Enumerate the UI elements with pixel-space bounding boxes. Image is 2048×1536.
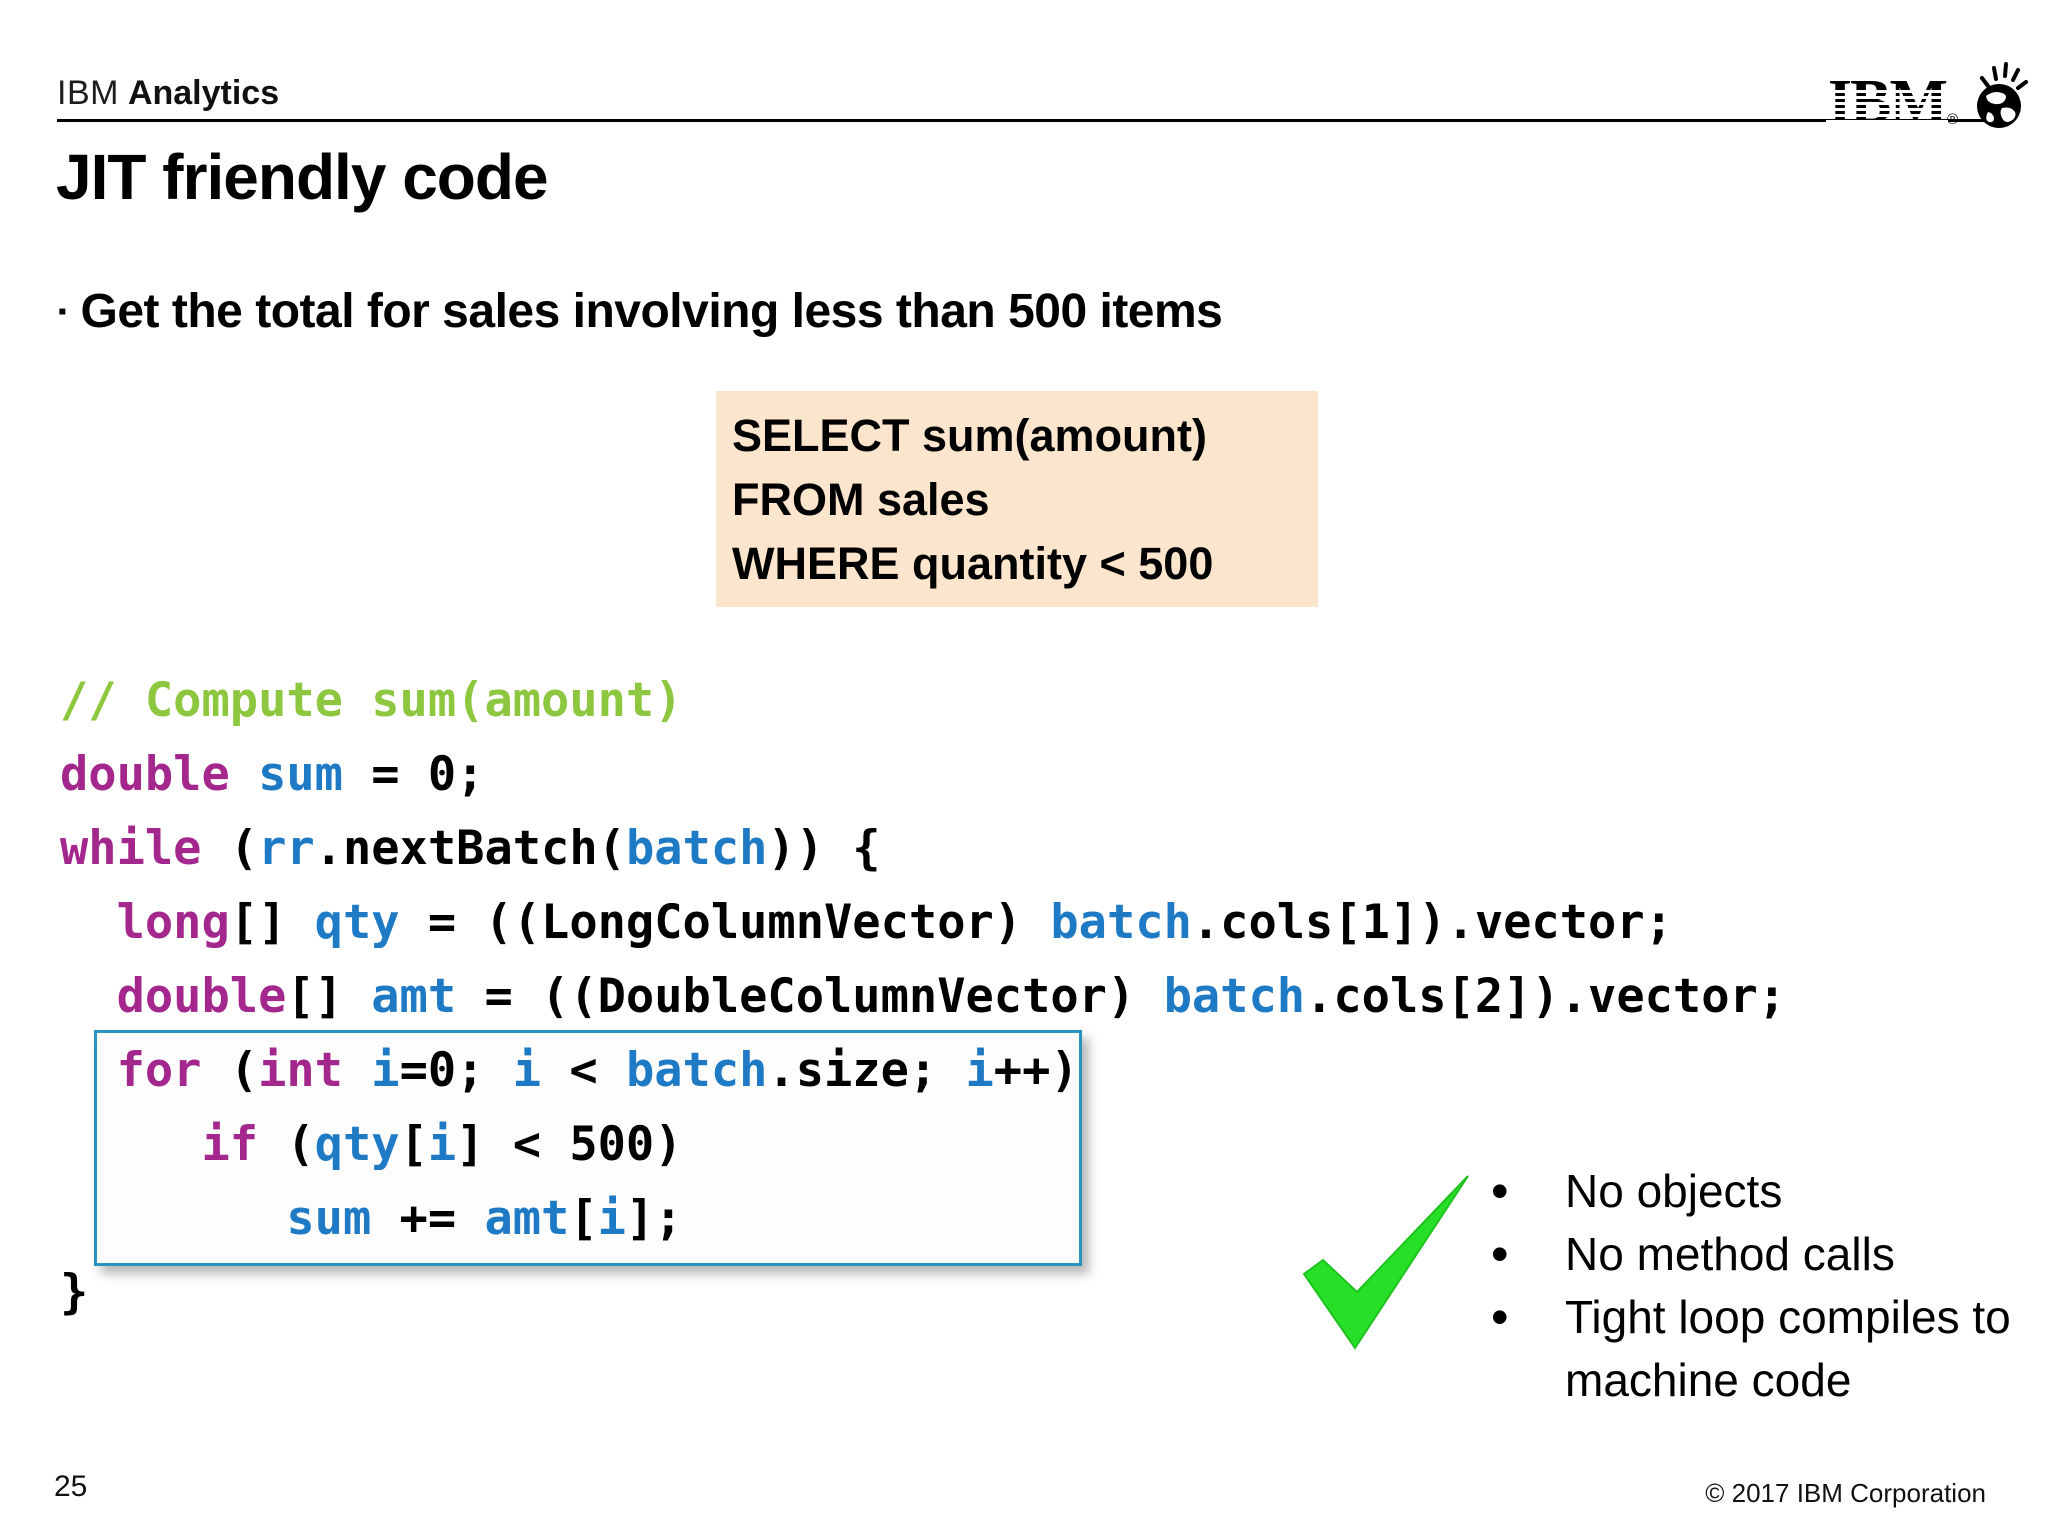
ibm-logo: IBM ®	[1826, 60, 2029, 133]
ibm-logo-text: IBM	[1826, 71, 1948, 133]
benefit-text: Tight loop compiles to machine code	[1565, 1291, 2011, 1406]
benefit-item: • Tight loop compiles to machine code	[1477, 1286, 2037, 1412]
code-text: (	[201, 821, 259, 876]
list-bullet-icon: •	[1491, 1289, 1509, 1345]
code-text	[343, 1043, 371, 1098]
code-text: (	[258, 1117, 315, 1172]
code-identifier: qty	[314, 1117, 400, 1172]
brand-analytics: Analytics	[127, 74, 280, 112]
code-text: []	[286, 969, 372, 1024]
code-identifier: batch	[625, 1043, 768, 1098]
copyright: © 2017 IBM Corporation	[1705, 1478, 1986, 1508]
smarter-planet-globe-icon	[1977, 62, 2029, 128]
list-bullet-icon: •	[1491, 1163, 1509, 1219]
code-text: <	[541, 1043, 626, 1098]
benefits-list: • No objects • No method calls • Tight loop c…	[1477, 1160, 2037, 1412]
code-identifier: qty	[314, 895, 400, 950]
code-text: []	[229, 895, 315, 950]
sql-line: FROM sales	[732, 474, 990, 525]
square-bullet-icon: ▪	[58, 298, 67, 325]
code-line: for (int i=0; i < batch.size; i++)	[60, 1034, 1786, 1108]
code-text: }	[60, 1265, 89, 1320]
page-title: JIT friendly code	[56, 141, 549, 213]
code-text	[60, 1191, 286, 1246]
code-line: double sum = 0;	[60, 738, 1786, 812]
bullet-heading-text: Get the total for sales involving less t…	[80, 285, 1223, 338]
code-identifier: i	[512, 1043, 542, 1098]
code-text: ] < 500)	[456, 1117, 683, 1172]
bullet-heading: ▪ Get the total for sales involving less…	[58, 284, 1223, 339]
benefit-item: • No method calls	[1477, 1223, 2037, 1286]
code-text	[230, 747, 258, 802]
code-text	[60, 1117, 201, 1172]
sql-line: WHERE quantity < 500	[732, 538, 1214, 589]
code-text: )) {	[767, 821, 881, 876]
code-text: .nextBatch(	[314, 821, 626, 876]
code-text: .size;	[767, 1043, 966, 1098]
list-bullet-icon: •	[1491, 1226, 1509, 1282]
code-keyword: long	[116, 895, 230, 950]
code-identifier: amt	[484, 1191, 570, 1246]
benefit-text: No objects	[1565, 1165, 1783, 1217]
code-identifier: amt	[371, 969, 457, 1024]
code-text: =0;	[399, 1043, 513, 1098]
code-identifier: i	[597, 1191, 626, 1246]
code-text: (	[201, 1043, 259, 1098]
code-keyword: double	[60, 747, 230, 802]
code-text: .cols[1]).vector;	[1191, 895, 1673, 950]
code-keyword: for	[116, 1043, 202, 1098]
code-keyword: while	[60, 821, 202, 876]
code-identifier: i	[965, 1043, 994, 1098]
code-text: = ((DoubleColumnVector)	[456, 969, 1164, 1024]
code-text: = 0;	[342, 747, 485, 802]
code-comment: // Compute sum(amount)	[60, 673, 683, 728]
code-line: long[] qty = ((LongColumnVector) batch.c…	[60, 886, 1786, 960]
code-identifier: batch	[625, 821, 768, 876]
code-keyword: if	[201, 1117, 259, 1172]
code-text: [	[399, 1117, 428, 1172]
code-line: double[] amt = ((DoubleColumnVector) bat…	[60, 960, 1787, 1034]
code-identifier: sum	[286, 1191, 372, 1246]
code-line: sum += amt[i];	[60, 1182, 1786, 1256]
registered-mark: ®	[1947, 111, 1959, 128]
code-identifier: batch	[1163, 969, 1306, 1024]
code-keyword: int	[258, 1043, 343, 1098]
code-text: ];	[625, 1191, 683, 1246]
ibm-logo-letters: IBM	[1828, 68, 1948, 136]
benefit-text: No method calls	[1565, 1228, 1895, 1280]
code-text: = ((LongColumnVector)	[399, 895, 1051, 950]
code-identifier: i	[427, 1117, 457, 1172]
loop-highlight-box	[94, 1030, 1082, 1266]
code-line: while (rr.nextBatch(batch)) {	[60, 812, 1786, 886]
brand-ibm: IBM	[57, 74, 119, 112]
code-block: // Compute sum(amount)double sum = 0;whi…	[60, 664, 1786, 1330]
code-identifier: batch	[1050, 895, 1192, 950]
code-text	[60, 969, 117, 1024]
code-text: .cols[2]).vector;	[1305, 969, 1787, 1024]
benefit-item: • No objects	[1477, 1160, 2037, 1223]
code-text	[60, 1043, 117, 1098]
code-text: +=	[371, 1191, 485, 1246]
code-line: if (qty[i] < 500)	[60, 1108, 1786, 1182]
code-identifier: i	[371, 1043, 400, 1098]
page-number: 25	[54, 1470, 88, 1503]
code-identifier: rr	[258, 821, 315, 876]
code-line: // Compute sum(amount)	[60, 664, 1786, 738]
checkmark-icon	[1302, 1175, 1469, 1350]
code-line: }	[60, 1256, 1786, 1330]
code-text: [	[569, 1191, 598, 1246]
code-keyword: double	[116, 969, 287, 1024]
checkmark-shape	[1302, 1175, 1469, 1350]
code-identifier: sum	[258, 747, 343, 802]
sql-line: SELECT sum(amount)	[732, 410, 1208, 461]
header-divider	[57, 119, 1990, 122]
code-text: ++)	[993, 1043, 1079, 1098]
code-text	[60, 895, 117, 950]
